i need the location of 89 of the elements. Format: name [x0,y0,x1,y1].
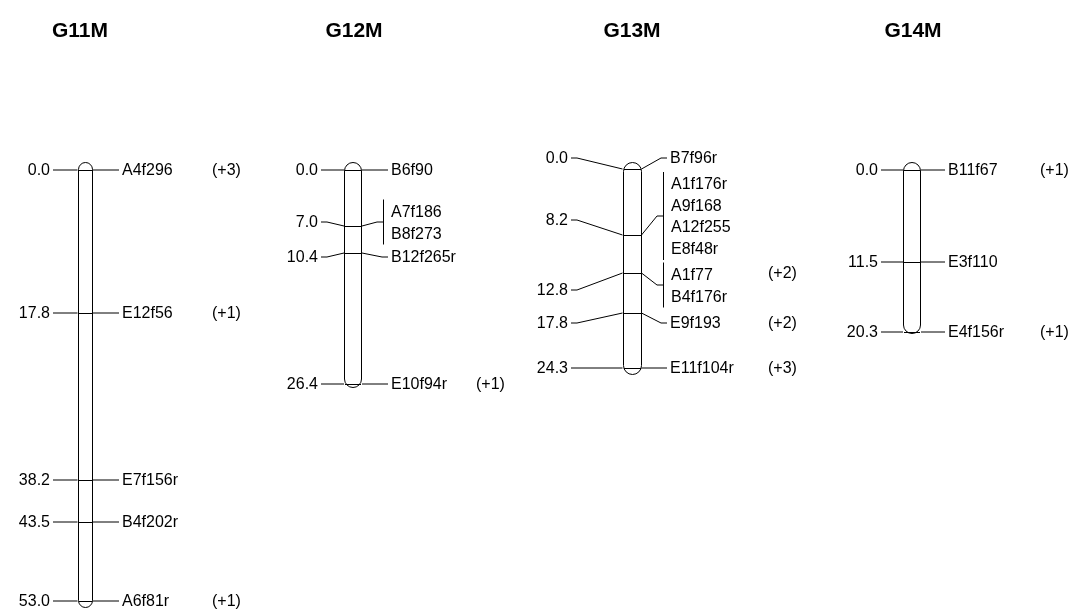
marker-label: E11f104r [670,358,734,378]
marker-tick [92,479,120,481]
position-label: 0.0 [295,160,318,180]
marker-tick [92,169,120,171]
position-label: 43.5 [18,512,50,532]
position-label: 11.5 [848,252,878,272]
marker-label: E8f48r [671,238,719,259]
marker-tick [570,219,623,236]
position-label: 53.0 [18,591,50,611]
marker-tick [361,169,389,171]
position-label: 17.8 [18,303,50,323]
marker-tick [361,252,389,258]
marker-label: E12f56 [122,303,173,323]
position-label: 0.0 [27,160,50,180]
chromosome-title: G13M [603,18,661,42]
marker-bracket [663,172,731,260]
marker-count: (+3) [212,160,241,180]
chromosome-title: G11M [52,18,108,42]
marker-tick [641,215,664,236]
marker-tick [361,221,384,227]
marker-tick [880,261,904,263]
position-label: 12.8 [536,280,568,300]
position-label: 20.3 [846,322,878,342]
position-label: 0.0 [855,160,878,180]
marker-label: E9f193 [670,313,721,333]
marker-count: (+2) [768,313,797,333]
marker-label: A7f186 [391,201,442,222]
marker-count: (+1) [212,303,241,323]
marker-tick [641,312,668,324]
marker-label: E3f110 [948,252,998,272]
marker-count: (+3) [768,358,797,378]
marker-label: A4f296 [122,160,173,180]
marker-count: (+2) [768,263,797,283]
marker-tick [52,169,78,171]
marker-tick [570,157,623,170]
marker-tick [570,312,623,324]
marker-tick [880,331,904,333]
marker-tick [320,169,345,171]
marker-label: A12f255 [671,217,731,237]
marker-tick [320,383,345,385]
marker-count: (+1) [1040,322,1069,342]
position-label: 26.4 [286,374,318,394]
marker-label: B4f176r [671,286,728,306]
position-label: 10.4 [286,247,318,267]
marker-tick [320,221,345,227]
marker-tick [52,521,78,523]
marker-tick [880,169,904,171]
marker-tick [361,383,389,385]
marker-tick [92,521,120,523]
marker-tick [52,479,78,481]
position-label: 8.2 [545,210,568,230]
marker-bracket [663,262,728,308]
marker-label: A1f176r [671,174,728,194]
marker-tick [92,600,120,602]
marker-count: (+1) [212,591,241,611]
marker-label: A9f168 [671,195,722,216]
position-label: 17.8 [536,313,568,333]
position-label: 24.3 [536,358,568,378]
marker-tick [320,252,345,258]
marker-label: E4f156r [948,322,1005,342]
marker-tick [92,312,120,314]
marker-label: E10f94r [391,374,448,394]
marker-count: (+1) [476,374,505,394]
marker-bracket [383,199,442,245]
marker-tick [570,367,623,369]
marker-label: B11f67 [948,160,998,180]
position-label: 0.0 [545,148,568,168]
marker-tick [920,331,946,333]
marker-tick [52,312,78,314]
marker-label: A6f81r [122,591,170,611]
marker-count: (+1) [1040,160,1069,180]
marker-label: B12f265r [391,247,456,267]
marker-label: A1f77 [671,264,713,285]
marker-label: B4f202r [122,512,179,532]
marker-tick [52,600,78,602]
marker-label: B7f96r [670,148,718,168]
marker-tick [641,272,664,286]
marker-tick [641,157,668,170]
position-label: 7.0 [295,212,318,232]
chromosome-title: G14M [884,18,942,42]
marker-tick [920,261,946,263]
marker-label: B8f273 [391,223,442,243]
position-label: 38.2 [18,470,50,490]
marker-label: E7f156r [122,470,179,490]
chromosome-title: G12M [325,18,383,42]
marker-tick [570,272,623,291]
marker-tick [920,169,946,171]
marker-tick [641,367,668,369]
marker-label: B6f90 [391,160,433,180]
